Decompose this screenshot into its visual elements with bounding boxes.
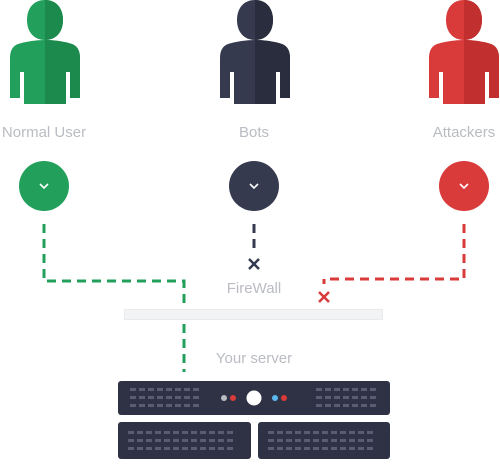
status-led-gray-icon	[221, 395, 227, 401]
server-label: Your server	[215, 350, 293, 367]
attackers-badge	[439, 161, 489, 211]
vent-grille	[128, 431, 233, 450]
server-front-panel	[130, 388, 376, 407]
vent-grille-left	[130, 388, 199, 407]
vent-grille	[268, 431, 373, 450]
person-icon	[429, 0, 499, 104]
status-led-red-icon	[230, 395, 236, 401]
normal-user-badge	[19, 161, 69, 211]
bots-label: Bots	[238, 124, 269, 141]
firewall-bar	[124, 309, 383, 320]
normal-user-figure	[8, 0, 82, 109]
chevron-down-icon	[459, 183, 469, 190]
normal-user-path	[42, 224, 186, 372]
chevron-down-icon	[39, 183, 49, 190]
person-icon	[220, 0, 290, 104]
server-bottom-left-unit	[118, 422, 251, 459]
attackers-path	[322, 224, 466, 284]
firewall-label: FireWall	[226, 280, 282, 297]
server-bottom-right-unit	[258, 422, 390, 459]
server-top-unit	[118, 381, 390, 415]
power-button-icon	[246, 390, 262, 406]
bots-badge	[229, 161, 279, 211]
vent-grille-right	[316, 388, 376, 407]
chevron-down-icon	[249, 183, 259, 190]
status-led-red-icon	[281, 395, 287, 401]
normal-user-label: Normal User	[1, 124, 87, 141]
attackers-label: Attackers	[432, 124, 496, 141]
person-icon	[10, 0, 80, 104]
bots-blocked-cross-icon	[248, 258, 260, 270]
attackers-figure	[427, 0, 500, 109]
status-led-blue-icon	[272, 395, 278, 401]
attackers-blocked-cross-icon	[318, 291, 330, 303]
bots-figure	[218, 0, 292, 109]
